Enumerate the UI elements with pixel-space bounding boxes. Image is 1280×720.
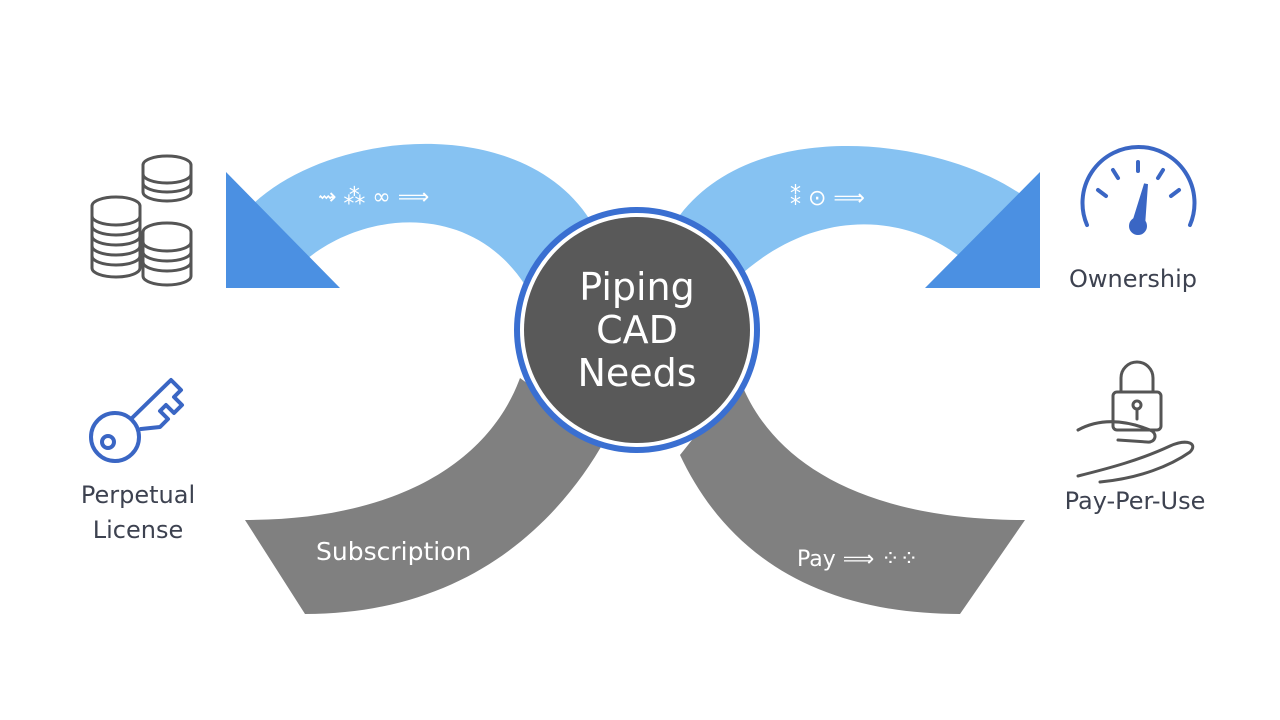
center-hub [524,217,750,443]
center-title-line-2: CAD [596,308,678,352]
top-left-arrowhead [226,172,340,288]
bottom-right-gray-band [680,380,1025,614]
label-perpetual-line-2: License [93,516,183,544]
label-perpetual-line-1: Perpetual [81,481,195,509]
label-ownership: Ownership [1069,265,1197,293]
top-left-band-glyphs: ⇝ ⁂ ∞ ⟹ [318,185,429,210]
label-pay-per-use: Pay-Per-Use [1065,487,1206,515]
center-title-line-1: Piping [579,265,695,309]
key-icon [89,378,184,463]
top-right-band-glyphs: ⁑ ⊙ ⟹ [790,185,865,211]
bottom-left-band-label: Subscription [316,537,471,566]
bottom-right-band-text: Pay ⟹ ⁘⁘ [797,547,918,572]
top-right-arc-band [680,146,1035,280]
top-right-arrowhead [925,172,1040,288]
top-left-arc-band [245,143,590,285]
gauge-icon [1080,145,1197,235]
lock-in-hand-icon [1076,360,1195,484]
bottom-left-gray-band [245,378,605,614]
center-title-line-3: Needs [577,351,696,395]
coin-stack-icon [90,154,193,287]
